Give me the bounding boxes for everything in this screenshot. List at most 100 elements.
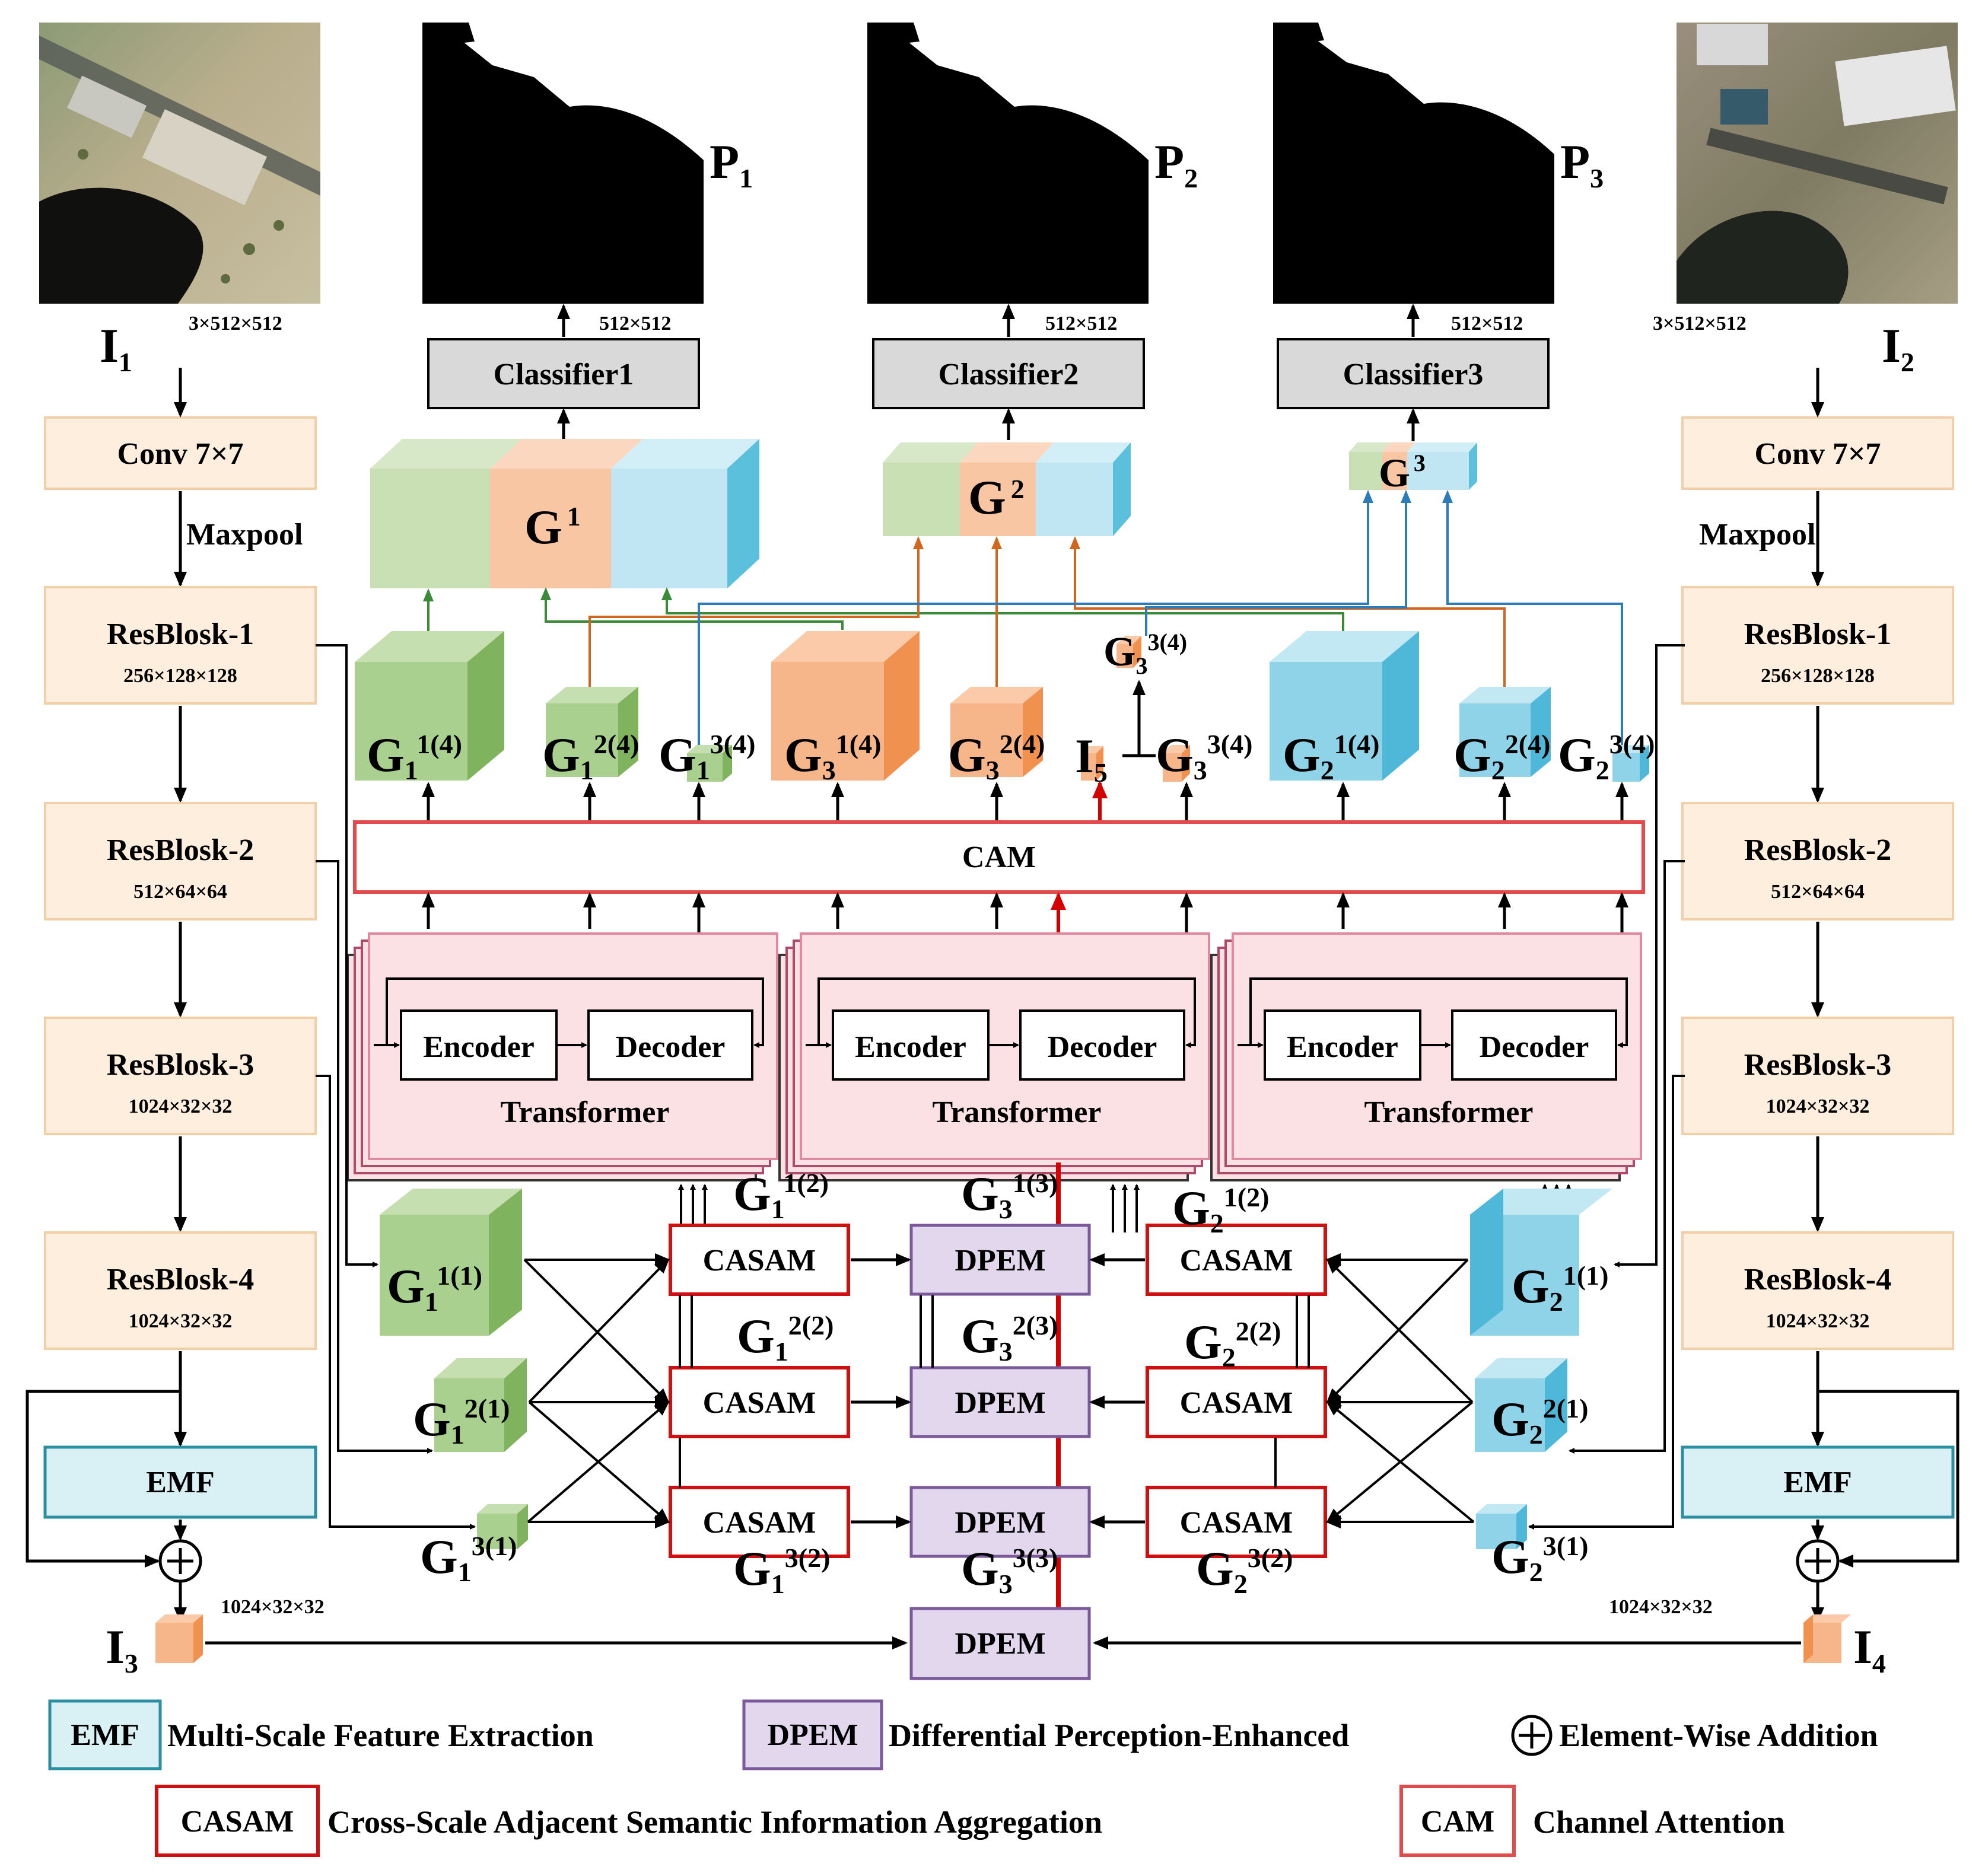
cube-i5: [1081, 746, 1103, 781]
i2-label: I2: [1882, 318, 1914, 377]
classifier-2: Classifier2: [872, 338, 1145, 409]
resblock-2: [44, 802, 317, 921]
decoder-block: [1019, 1009, 1185, 1081]
output-map-3: [1273, 23, 1554, 304]
svg-text:Cross-Scale Adjacent Semantic: Cross-Scale Adjacent Semantic Informatio…: [327, 1804, 1102, 1840]
casam-left-label: CASAM: [703, 1506, 816, 1540]
resblock-4: [44, 1231, 317, 1350]
p3-label: P3: [1560, 135, 1604, 193]
input-image-1: [39, 23, 320, 304]
encoder-label: Encoder: [1287, 1030, 1398, 1064]
legend-plus: Element-Wise Addition: [1511, 1715, 1878, 1756]
dpem-label: DPEM: [955, 1386, 1045, 1420]
label-g1-2-4: G12(4): [542, 728, 639, 785]
cross-link-right: [1326, 1258, 1474, 1403]
input-dim-left: 3×512×512: [189, 313, 282, 335]
label-g2-3-4: G23(4): [1558, 728, 1655, 785]
label-g3-3-3: G33(3): [961, 1541, 1058, 1599]
label-g2-1-2: G21(2): [1172, 1181, 1269, 1238]
out-dim-2: 512×512: [1045, 313, 1117, 335]
encoder-label: Encoder: [855, 1030, 966, 1064]
resblock-4-dim: 1024×32×32: [129, 1310, 233, 1332]
label-g3-2-3: G32(3): [961, 1309, 1058, 1367]
dpem-bottom: [909, 1607, 1091, 1680]
svg-text:CAM: CAM: [962, 840, 1036, 874]
label-g1-3-1: G13(1): [420, 1530, 517, 1587]
conv-label: Conv 7×7: [1754, 437, 1881, 471]
legend: EMF Multi-Scale Feature Extraction DPEM …: [48, 1699, 1878, 1857]
cube-g1-3-4: [687, 745, 732, 782]
label-g1-1-1: G11(1): [387, 1259, 482, 1317]
cube-g3-3-4-top: [1116, 636, 1141, 668]
label-g2-3-2: G23(2): [1196, 1541, 1293, 1599]
backbone-to-g1-connectors: [316, 644, 1685, 1530]
cube-g1-2-4: [546, 687, 638, 777]
casam-right-3: [1146, 1486, 1327, 1558]
decoder-block: [1451, 1009, 1617, 1081]
cam-block: CAM: [353, 820, 1645, 894]
backbone-left: Conv 7×7MaxpoolResBlosk-1256×128×128ResB…: [26, 368, 317, 1623]
label-g3-1-4: G31(4): [784, 728, 881, 785]
dpem-2: [909, 1366, 1091, 1438]
encoder-block: [400, 1009, 558, 1081]
label-g1-1-4: G11(4): [367, 728, 462, 785]
resblock-1-dim: 256×128×128: [123, 665, 237, 687]
legend-casam: CASAM Cross-Scale Adjacent Semantic Info…: [155, 1785, 1102, 1857]
resblock-2-label: ResBlosk-2: [1744, 833, 1891, 867]
resblock-4-dim: 1024×32×32: [1766, 1310, 1870, 1332]
label-g1-3-4: G13(4): [659, 728, 755, 785]
transformer-label: Transformer: [1364, 1095, 1534, 1129]
maxpool-label: Maxpool: [1699, 518, 1815, 552]
emf-block: [1681, 1445, 1955, 1519]
resblock-2-dim: 512×64×64: [1771, 881, 1865, 903]
resblock-3-dim: 1024×32×32: [1766, 1095, 1870, 1117]
p1-label: P1: [710, 135, 753, 193]
resblock-3-dim: 1024×32×32: [129, 1095, 233, 1117]
svg-text:Multi-Scale Feature Extraction: Multi-Scale Feature Extraction: [167, 1718, 594, 1753]
svg-text:CAM: CAM: [1421, 1805, 1494, 1839]
label-g2-2-1: G22(1): [1491, 1392, 1588, 1450]
resblock-1: [1681, 586, 1954, 705]
label-g3-1-3: G31(3): [961, 1167, 1058, 1224]
casam-right-label: CASAM: [1180, 1386, 1293, 1420]
label-g1-2-1: G12(1): [413, 1392, 510, 1450]
emf-label: EMF: [146, 1466, 215, 1499]
casam-left-2: [669, 1366, 850, 1438]
encoder-block: [1264, 1009, 1421, 1081]
casam-left-3: [669, 1486, 850, 1558]
input-image-2: [1677, 23, 1958, 304]
i4-label: I4: [1853, 1620, 1886, 1678]
legend-emf: EMF Multi-Scale Feature Extraction: [48, 1699, 594, 1770]
conv-block: [1681, 416, 1954, 490]
resblock-2: [1681, 802, 1954, 921]
cube-g2-2-4: [1459, 687, 1551, 777]
cube-g3-1-4: [771, 631, 920, 781]
transformer-label: Transformer: [933, 1095, 1102, 1129]
label-g1-2-2: G12(2): [737, 1309, 834, 1367]
out-dim-3: 512×512: [1451, 313, 1523, 335]
decoder-label: Decoder: [1480, 1030, 1589, 1064]
cube-i3: [155, 1614, 203, 1663]
cube-g2-3-1: [1476, 1504, 1527, 1549]
resblock-4-label: ResBlosk-4: [1744, 1263, 1891, 1297]
cube-g1-1-4: [355, 631, 504, 781]
svg-text:Classifier2: Classifier2: [939, 358, 1079, 391]
resblock-3: [1681, 1017, 1954, 1135]
svg-text:Classifier1: Classifier1: [494, 358, 634, 391]
label-i5: I5: [1075, 729, 1108, 788]
output-map-1: [422, 23, 704, 304]
cube-g2-1-1: [1470, 1189, 1612, 1336]
casam-right-2: [1146, 1366, 1327, 1438]
fused-dim-right: 1024×32×32: [1609, 1596, 1713, 1618]
backbone-right: Conv 7×7MaxpoolResBlosk-1256×128×128ResB…: [1681, 368, 1959, 1623]
label-g1-1-2: G11(2): [733, 1167, 829, 1224]
emf-block: [43, 1445, 317, 1519]
